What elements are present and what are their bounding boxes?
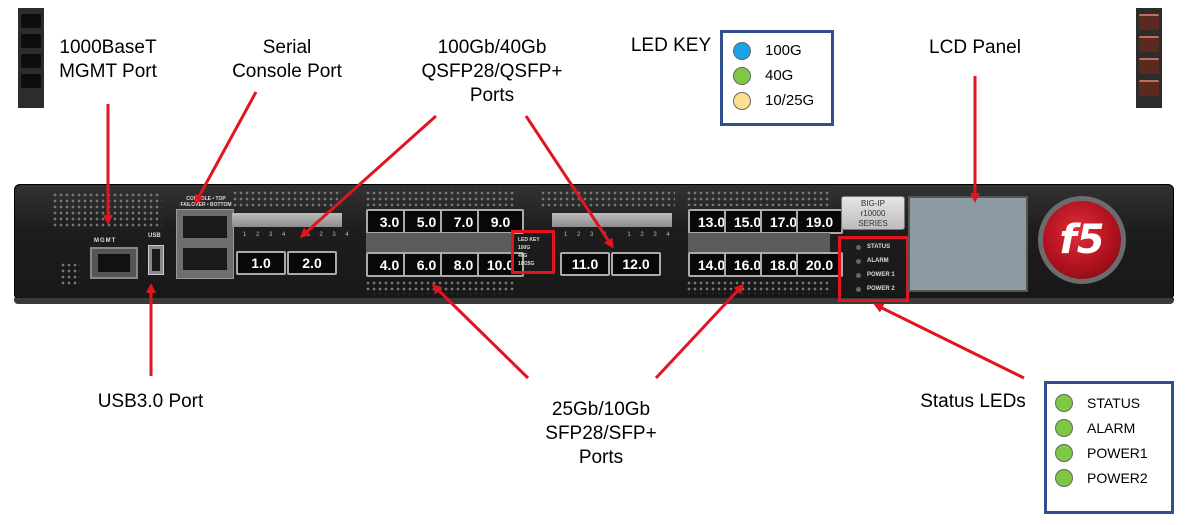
- chassis-base: [14, 298, 1174, 304]
- status-key-label: POWER1: [1087, 444, 1148, 461]
- status-key-label: STATUS: [1087, 394, 1141, 411]
- sfp-callout-line1: 25Gb/10Gb: [551, 399, 651, 420]
- qsfp-port-11[interactable]: 11.0: [560, 252, 610, 276]
- qsfp-callout-line3: Ports: [469, 85, 515, 106]
- mgmt-rj45-port[interactable]: [90, 247, 138, 279]
- status-led-panel: STATUS ALARM POWER 1 POWER 2: [856, 240, 895, 296]
- led-key-label: 10/25G: [765, 92, 815, 109]
- qsfp-led-row: 1 2 3 4 1 2 3 4: [243, 232, 353, 238]
- serial-callout-line1: Serial: [262, 37, 312, 58]
- status-led-label: ALARM: [867, 258, 889, 264]
- mgmt-port-callout: 1000BaseT MGMT Port: [38, 36, 178, 84]
- left-rack-ear: [18, 8, 44, 108]
- vent-grille: [686, 190, 831, 206]
- amber-led-dot: [733, 91, 751, 110]
- mgmt-label: MGMT: [94, 238, 117, 244]
- serial-callout-line2: Console Port: [232, 61, 342, 82]
- sfp-arrow-left: [431, 283, 530, 380]
- usb-port[interactable]: [148, 245, 164, 275]
- status-led-row: ALARM: [856, 254, 895, 268]
- led-key-item-10-25g: 10/25G: [733, 88, 831, 113]
- model-badge: BIG-IP r10000 SERIES: [841, 196, 905, 230]
- led-key-label: 100G: [765, 42, 802, 59]
- status-led-row: STATUS: [856, 240, 895, 254]
- mgmt-callout-line1: 1000BaseT: [59, 37, 157, 58]
- status-leds-callout: Status LEDs: [920, 391, 1026, 412]
- qsfp-port-12[interactable]: 12.0: [611, 252, 661, 276]
- status-key-item: ALARM: [1055, 415, 1171, 440]
- badge-line: BIG-IP: [860, 199, 885, 208]
- qsfp-arrow-right: [524, 115, 614, 249]
- status-led-label: POWER 2: [867, 286, 895, 292]
- status-arrow: [873, 303, 1025, 380]
- status-key-label: ALARM: [1087, 419, 1136, 436]
- lcd-panel-callout: LCD Panel: [929, 37, 1021, 58]
- sfp-callout-line3: Ports: [578, 447, 624, 468]
- green-led-dot: [1055, 418, 1073, 437]
- vent-grille: [232, 190, 342, 208]
- led-key-item-40g: 40G: [733, 63, 831, 88]
- qsfp-ports-callout: 100Gb/40Gb QSFP28/QSFP+ Ports: [402, 36, 582, 108]
- qsfp-port-2[interactable]: 2.0: [287, 251, 337, 275]
- lcd-panel[interactable]: [908, 196, 1028, 292]
- device-led-key-item: 10/25G: [518, 261, 535, 267]
- green-led-dot: [733, 66, 751, 85]
- usb-label: USB: [148, 233, 161, 239]
- mgmt-callout-line2: MGMT Port: [59, 61, 157, 82]
- sfp-ports-callout: 25Gb/10Gb SFP28/SFP+ Ports: [516, 398, 686, 470]
- status-key-item: POWER2: [1055, 465, 1171, 490]
- serial-arrow: [194, 91, 258, 205]
- status-key-label: POWER2: [1087, 469, 1148, 486]
- right-rack-ear: [1136, 8, 1162, 108]
- sfp-callout-line2: SFP28/SFP+: [545, 423, 657, 444]
- f5-logo: f5: [1038, 196, 1126, 284]
- sfp-arrow-right: [654, 283, 745, 380]
- vent-grille: [365, 190, 515, 206]
- status-led-label: STATUS: [867, 244, 891, 250]
- status-key-item: POWER1: [1055, 440, 1171, 465]
- green-led-dot: [1055, 468, 1073, 487]
- vent-grille: [686, 280, 831, 294]
- sfp-cage-divider: [366, 233, 514, 253]
- device-led-key-item: 40G: [518, 253, 528, 259]
- device-led-key: LED KEY 100G 40G 10/25G: [518, 236, 540, 268]
- sfp-port-20[interactable]: 20.0: [796, 252, 843, 277]
- device-led-key-item: 100G: [518, 245, 531, 251]
- qsfp-label-strip: [552, 213, 672, 227]
- qsfp-callout-line2: QSFP28/QSFP+: [421, 61, 563, 82]
- qsfp-arrow-left: [299, 114, 438, 239]
- status-led-row: POWER 1: [856, 268, 895, 282]
- usb-port-callout: USB3.0 Port: [97, 391, 204, 412]
- green-led-dot: [1055, 443, 1073, 462]
- sfp-port-9[interactable]: 9.0: [477, 209, 524, 234]
- device-led-key-title: LED KEY: [518, 237, 540, 243]
- qsfp-callout-line1: 100Gb/40Gb: [437, 37, 547, 58]
- led-key-highlight-box: [511, 230, 555, 274]
- led-key-title: LED KEY: [630, 35, 712, 56]
- qsfp-port-1[interactable]: 1.0: [236, 251, 286, 275]
- led-key-label: 40G: [765, 67, 794, 84]
- qsfp-led-row: 1 2 3 4 1 2 3 4: [564, 232, 674, 238]
- status-led-legend: STATUS ALARM POWER1 POWER2: [1044, 381, 1174, 514]
- blue-led-dot: [733, 41, 751, 60]
- led-key-legend: 100G 40G 10/25G: [720, 30, 834, 126]
- led-key-item-100g: 100G: [733, 38, 831, 63]
- serial-console-port[interactable]: [176, 209, 234, 279]
- badge-line: r10000: [860, 209, 886, 218]
- badge-line: SERIES: [858, 219, 888, 228]
- sfp-cage-divider: [688, 233, 830, 253]
- status-key-item: STATUS: [1055, 390, 1171, 415]
- vent-grille: [540, 190, 675, 208]
- serial-console-callout: Serial Console Port: [212, 36, 362, 84]
- vent-grille: [60, 262, 80, 286]
- green-led-dot: [1055, 393, 1073, 412]
- status-led-label: POWER 1: [867, 272, 895, 278]
- status-leds-highlight-box: [838, 236, 909, 302]
- status-led-row: POWER 2: [856, 282, 895, 296]
